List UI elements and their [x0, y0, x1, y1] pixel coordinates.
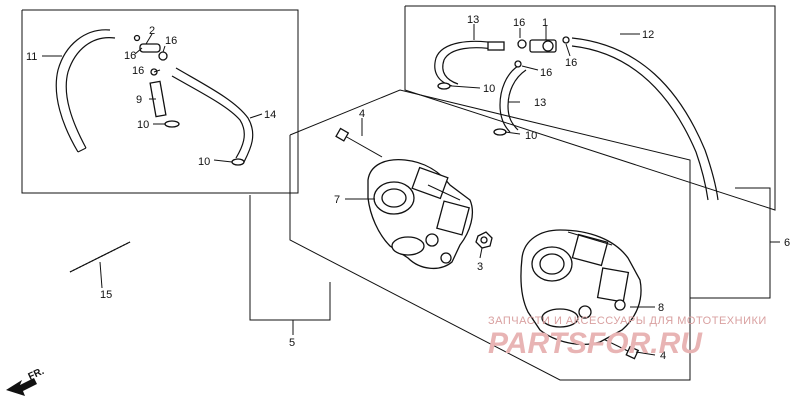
label-8: 8: [658, 302, 664, 314]
joint-1: [437, 36, 570, 136]
pipe-9: [149, 80, 167, 118]
watermark-logo: PARTSFOR.RU: [488, 327, 703, 360]
hose-13-lower: [499, 65, 527, 133]
label-10-b: 10: [198, 156, 210, 168]
fittings-left: [133, 34, 245, 166]
group-frame-left: [21, 9, 299, 194]
label-5: 5: [289, 337, 295, 349]
label-4-b: 4: [660, 350, 666, 362]
hose-14: [171, 67, 254, 163]
label-10-a: 10: [137, 119, 149, 131]
label-16-f: 16: [540, 67, 552, 79]
leader-lines: [42, 24, 656, 356]
label-10-c: 10: [483, 83, 495, 95]
front-direction-label: FR.: [27, 366, 46, 383]
label-12: 12: [642, 29, 654, 41]
label-13-a: 13: [467, 14, 479, 26]
spring-15: [69, 241, 131, 273]
group-frame-right-top: [404, 5, 776, 211]
part-labels: 11 2 16 16 16 9 10 10 14 13 16 1 12 16 1…: [26, 14, 790, 362]
hose-13-upper: [434, 40, 505, 87]
carburetor-8: [520, 229, 642, 345]
label-16-d: 16: [513, 17, 525, 29]
label-4-a: 4: [359, 108, 365, 120]
label-16-e: 16: [565, 57, 577, 69]
label-10-d: 10: [525, 130, 537, 142]
bracket-6: [690, 187, 780, 299]
group-frame-center: [289, 89, 691, 381]
label-7: 7: [334, 194, 340, 206]
label-1: 1: [542, 17, 548, 29]
carburetor-7: [367, 159, 474, 269]
label-9: 9: [136, 94, 142, 106]
label-3: 3: [477, 261, 483, 273]
label-11: 11: [26, 51, 37, 63]
front-direction-marker: FR.: [6, 366, 46, 396]
bracket-5: [249, 195, 331, 335]
label-6: 6: [784, 237, 790, 249]
hose-12: [571, 37, 719, 201]
bolt-4-upper: [335, 127, 383, 158]
label-16-a: 16: [124, 50, 136, 62]
label-2: 2: [149, 25, 155, 37]
label-15: 15: [100, 289, 112, 301]
label-13-b: 13: [534, 97, 546, 109]
hose-11: [55, 29, 116, 153]
watermark-tagline: ЗАПЧАСТИ И АКСЕССУАРЫ ДЛЯ МОТОТЕХНИКИ: [488, 315, 767, 327]
label-14: 14: [264, 109, 276, 121]
label-16-b: 16: [165, 35, 177, 47]
nut-3: [475, 231, 493, 249]
label-16-c: 16: [132, 65, 144, 77]
watermark: ЗАПЧАСТИ И АКСЕССУАРЫ ДЛЯ МОТОТЕХНИКИ PA…: [488, 315, 767, 360]
